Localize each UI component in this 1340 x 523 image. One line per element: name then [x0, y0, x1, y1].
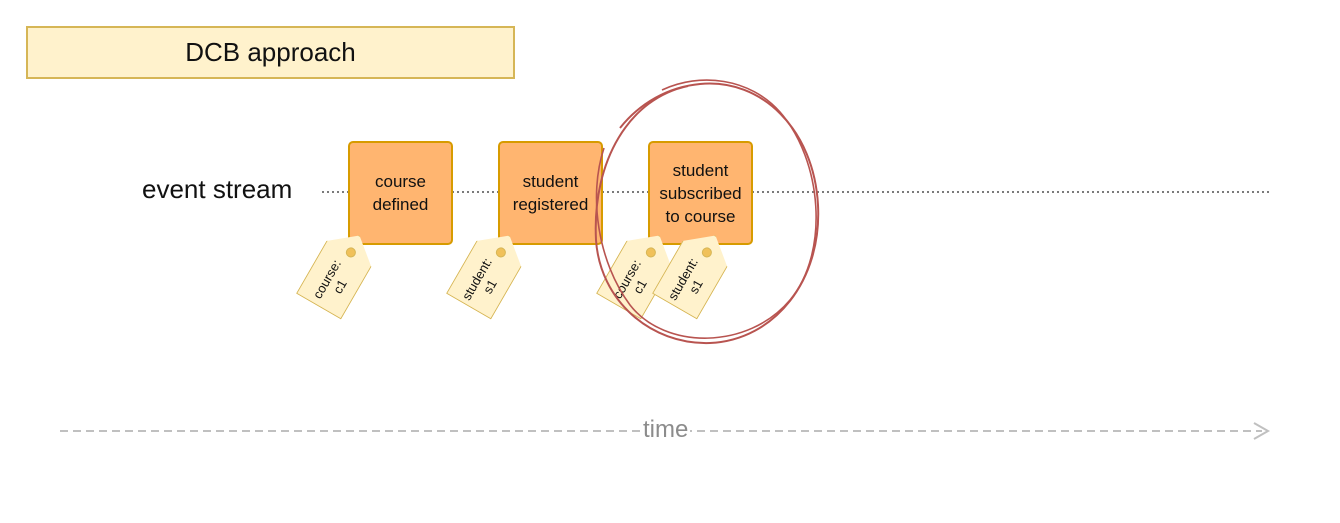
diagram-title: DCB approach	[26, 26, 515, 79]
time-arrowhead-icon	[1253, 422, 1271, 440]
highlight-circle-stroke-1	[594, 82, 820, 345]
highlight-circle-stroke-2	[595, 79, 817, 339]
event-student-subscribed: student subscribed to course	[648, 141, 753, 245]
event-stream-label: event stream	[142, 174, 293, 204]
event-student-registered: student registered	[498, 141, 603, 245]
event-course-defined: course defined	[348, 141, 453, 245]
time-axis-label: time	[641, 416, 691, 444]
